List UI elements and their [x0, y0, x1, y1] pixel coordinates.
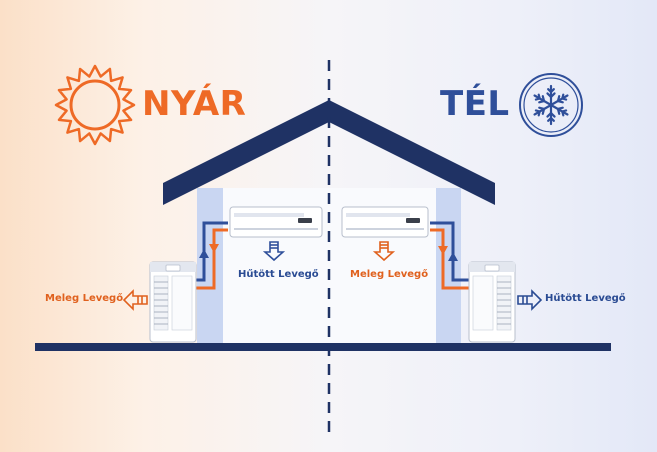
summer-warm-air-label: Meleg Levegő	[45, 293, 124, 304]
winter-pipe-arrow	[448, 252, 458, 261]
winter-cool-air-arrow	[517, 289, 543, 311]
winter-warm-air-label: Meleg Levegő	[350, 269, 429, 280]
ground-line	[35, 343, 611, 351]
sun-icon	[54, 64, 136, 146]
summer-cool-air-arrow	[262, 241, 286, 262]
house-wall-left	[197, 188, 223, 346]
summer-pipe-arrow	[209, 244, 219, 253]
summer-pipe-arrow	[199, 249, 209, 258]
winter-indoor-unit	[341, 206, 429, 238]
summer-cooled-air-label: Hűtött Levegő	[238, 269, 319, 280]
summer-pipe-warm	[196, 228, 228, 290]
summer-title: NYÁR	[142, 84, 247, 124]
winter-cooled-air-label: Hűtött Levegő	[545, 293, 626, 304]
winter-pipe-warm	[430, 228, 470, 290]
summer-outdoor-unit	[149, 261, 197, 343]
winter-pipe-arrow	[438, 246, 448, 255]
winter-warm-air-arrow	[372, 241, 396, 262]
summer-warm-air-arrow	[122, 289, 148, 311]
winter-title: TÉL	[440, 84, 510, 124]
summer-indoor-unit	[229, 206, 323, 238]
winter-outdoor-unit	[468, 261, 516, 343]
house-wall-right	[436, 188, 461, 346]
snowflake-icon	[519, 73, 583, 137]
winter-pipe-cold	[430, 221, 470, 282]
